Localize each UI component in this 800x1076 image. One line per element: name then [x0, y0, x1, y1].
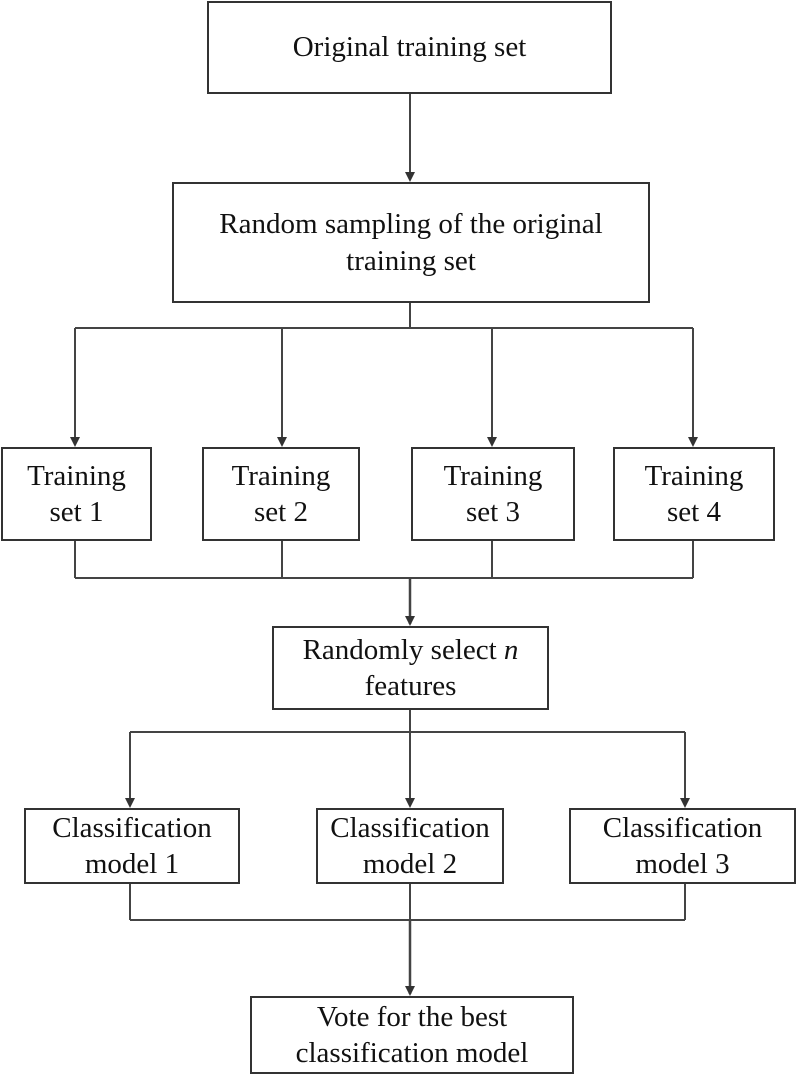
training-set-3-label-line1: Training: [443, 459, 543, 492]
original-training-set-box: Original training set: [207, 1, 612, 94]
classification-model-3-label-line1: Classification: [602, 811, 763, 844]
training-set-1-box: Training set 1: [1, 447, 152, 541]
classification-model-1-box: Classification model 1: [24, 808, 240, 884]
vote-best-model-box: Vote for the best classification model: [250, 996, 574, 1074]
training-set-3-label-line2: set 3: [466, 496, 520, 528]
classification-model-2-box: Classification model 2: [316, 808, 504, 884]
random-sampling-label-line1: Random sampling of the original: [219, 208, 603, 241]
training-set-4-label-line1: Training: [644, 459, 744, 492]
randomly-select-features-line1: Randomly select n: [303, 632, 519, 668]
training-set-1-label-line2: set 1: [49, 496, 104, 528]
classification-model-1-label-line2: model 1: [84, 848, 180, 880]
classification-model-3-box: Classification model 3: [569, 808, 796, 884]
randomly-select-prefix: Randomly select: [302, 633, 504, 666]
vote-best-model-label-line1: Vote for the best: [316, 1000, 508, 1033]
randomly-select-features-line2: features: [364, 670, 457, 702]
training-set-4-label-line2: set 4: [667, 496, 721, 528]
classification-model-2-label-line1: Classification: [330, 811, 490, 844]
training-set-4-box: Training set 4: [613, 447, 775, 541]
randomly-select-features-box: Randomly select n features: [272, 626, 549, 710]
classification-model-3-label-line2: model 3: [635, 848, 730, 880]
feature-count-variable: n: [503, 633, 519, 666]
random-sampling-label-line2: training set: [346, 244, 476, 277]
random-sampling-box: Random sampling of the original training…: [172, 182, 650, 303]
vote-best-model-label-line2: classification model: [295, 1037, 529, 1069]
training-set-2-label-line2: set 2: [254, 496, 308, 528]
training-set-2-box: Training set 2: [202, 447, 360, 541]
classification-model-1-label-line1: Classification: [52, 811, 212, 844]
classification-model-2-label-line2: model 2: [362, 848, 458, 880]
training-set-1-label-line1: Training: [27, 459, 126, 492]
training-set-3-box: Training set 3: [411, 447, 575, 541]
original-training-set-label: Original training set: [292, 31, 527, 64]
training-set-2-label-line1: Training: [231, 459, 331, 492]
